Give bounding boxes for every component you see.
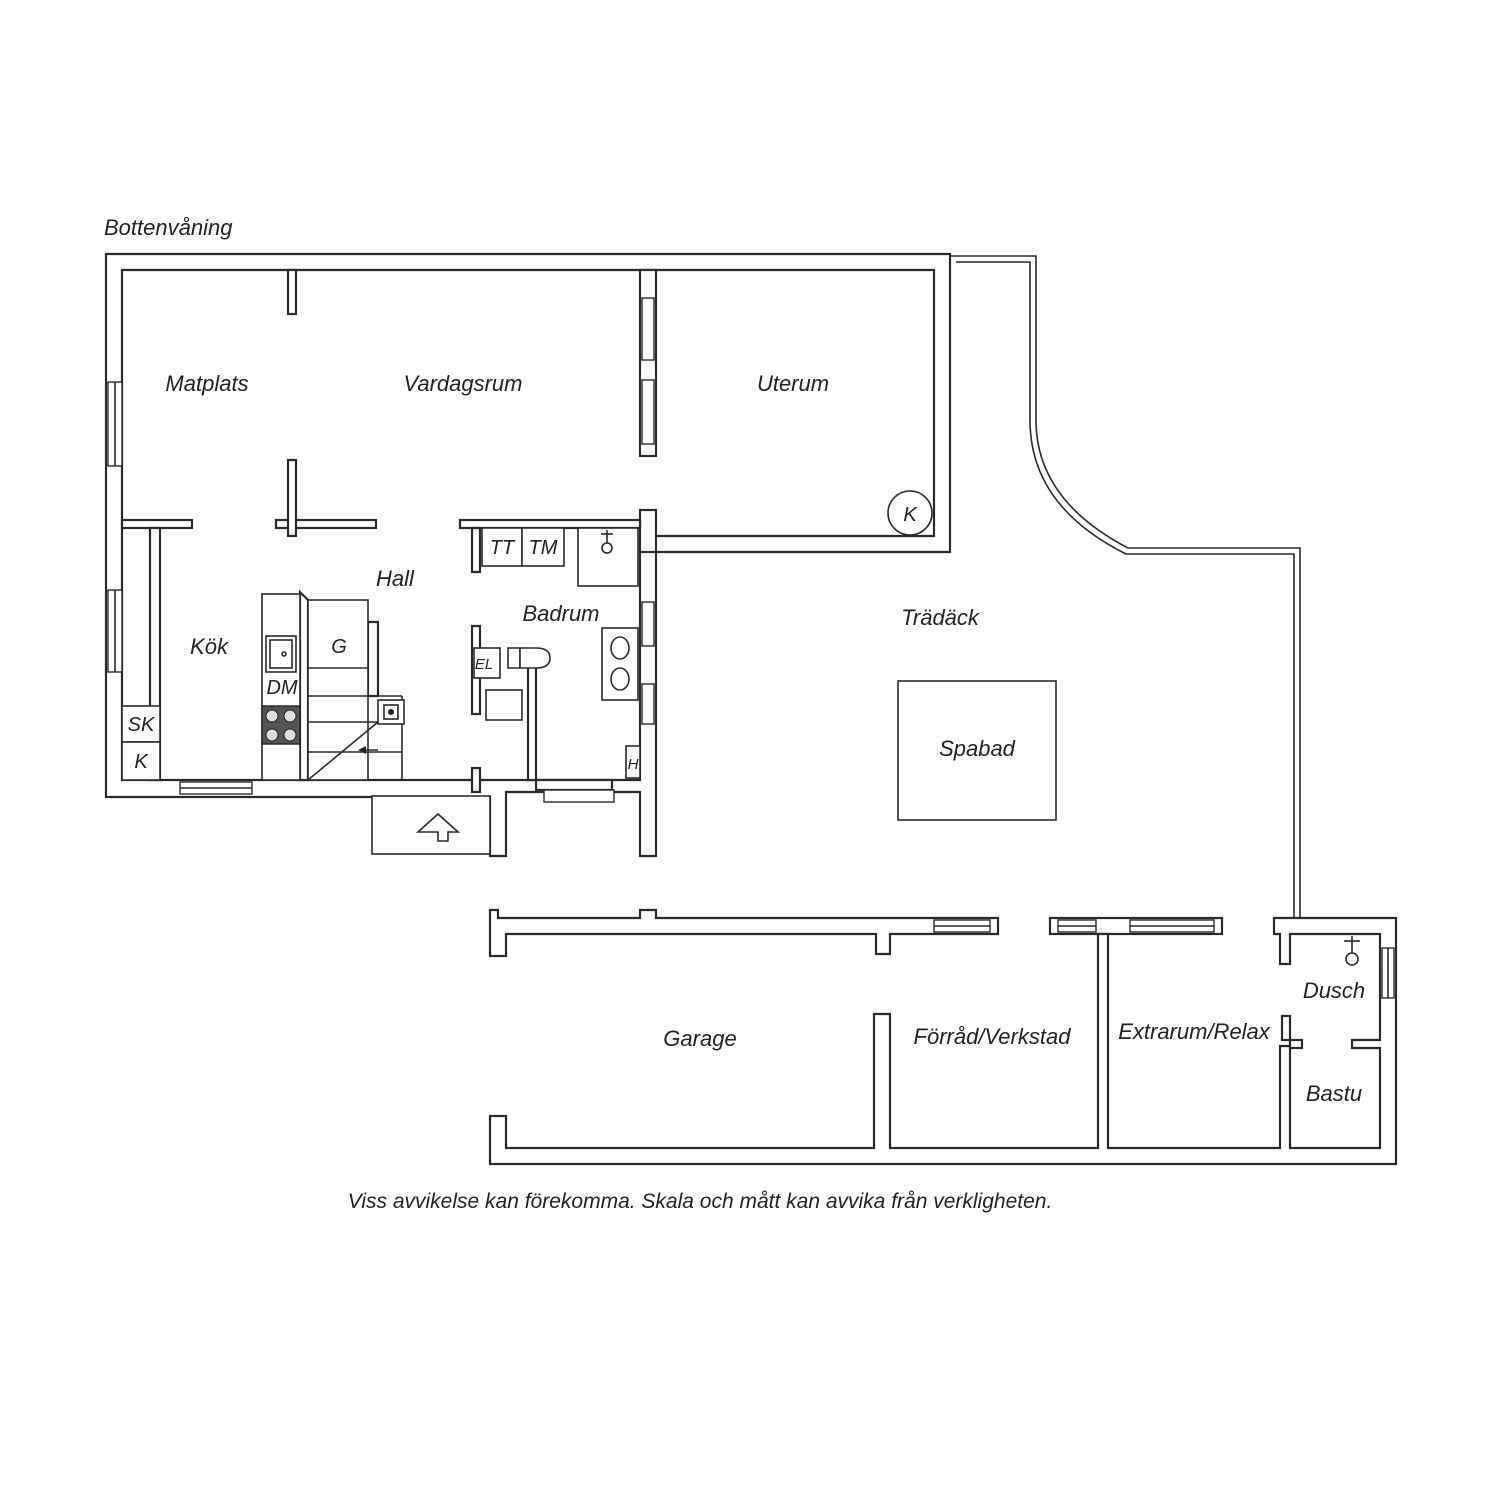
room-vardagsrum: Vardagsrum [403, 371, 522, 396]
fireplace-label: K [903, 504, 918, 526]
stair-wall-left [298, 589, 310, 782]
stair-arrow-icon [358, 746, 366, 754]
room-spabad: Spabad [939, 736, 1016, 761]
room-forrad: Förråd/Verkstad [914, 1024, 1072, 1049]
room-badrum: Badrum [522, 601, 599, 626]
wall-bath-top [458, 518, 642, 530]
sink-icon [610, 636, 630, 660]
room-hall: Hall [376, 566, 415, 591]
tt-label: TT [490, 537, 516, 559]
washing-machine-tt [481, 527, 523, 567]
bathroom-vanity [601, 627, 639, 701]
window [641, 297, 655, 361]
window [641, 683, 655, 725]
toilet-icon [519, 647, 551, 669]
disclaimer: Viss avvikelse kan förekomma. Skala och … [348, 1190, 1053, 1213]
electrical-cabinet [473, 647, 501, 679]
wall-hall-top [274, 518, 378, 530]
fireplace-icon [887, 490, 933, 536]
window [641, 379, 655, 445]
closet-sk [121, 705, 161, 743]
closet-k [121, 741, 161, 781]
room-garage: Garage [663, 1026, 736, 1051]
deck-outline [950, 255, 1301, 918]
window [641, 601, 655, 647]
staircase [307, 599, 405, 781]
wall-bath-left-bottom [470, 766, 482, 794]
room-kok: Kök [190, 634, 229, 659]
entrance-porch [371, 795, 491, 855]
sk-label: SK [128, 714, 156, 736]
room-extrarum: Extrarum/Relax [1118, 1019, 1271, 1044]
tm-label: TM [529, 537, 558, 559]
room-dusch: Dusch [1303, 978, 1365, 1003]
towel-heater [625, 745, 641, 779]
spa-tub [897, 680, 1057, 821]
windows [107, 297, 655, 803]
room-uterum: Uterum [757, 371, 829, 396]
garage-windows [933, 919, 1395, 999]
toilet-tank [507, 647, 521, 669]
el-label: EL [475, 656, 493, 673]
washing-machine-tm [521, 527, 565, 567]
room-matplats: Matplats [165, 371, 248, 396]
window [543, 789, 615, 803]
room-bastu: Bastu [1306, 1081, 1362, 1106]
shower-drain-icon [1345, 952, 1359, 966]
wall-kitchen-top [120, 518, 194, 530]
wall-uterum-lower [638, 508, 658, 554]
wall-bath-left-top [470, 526, 482, 574]
wall-stub [286, 268, 298, 316]
entrance-arrow-icon [415, 812, 461, 842]
wall-bath-inner [526, 658, 538, 782]
kitchen-counter [261, 593, 301, 781]
room-tradack: Trädäck [901, 605, 980, 630]
stair-wall-right [366, 620, 380, 698]
deck-outline-inner [956, 261, 1295, 918]
sink-icon [610, 667, 630, 691]
wall-bath-bottom [534, 778, 614, 792]
floor-title: Bottenvåning [104, 215, 233, 240]
wardrobe-label: G [331, 636, 347, 658]
dm-label: DM [266, 677, 297, 699]
h-label: H [628, 756, 639, 773]
wall-stub-vertical [286, 458, 298, 538]
shower [577, 527, 639, 587]
k-label: K [134, 751, 149, 773]
bath-cabinet [485, 689, 523, 721]
house-walls [104, 252, 952, 858]
kitchen-sink [265, 635, 297, 673]
